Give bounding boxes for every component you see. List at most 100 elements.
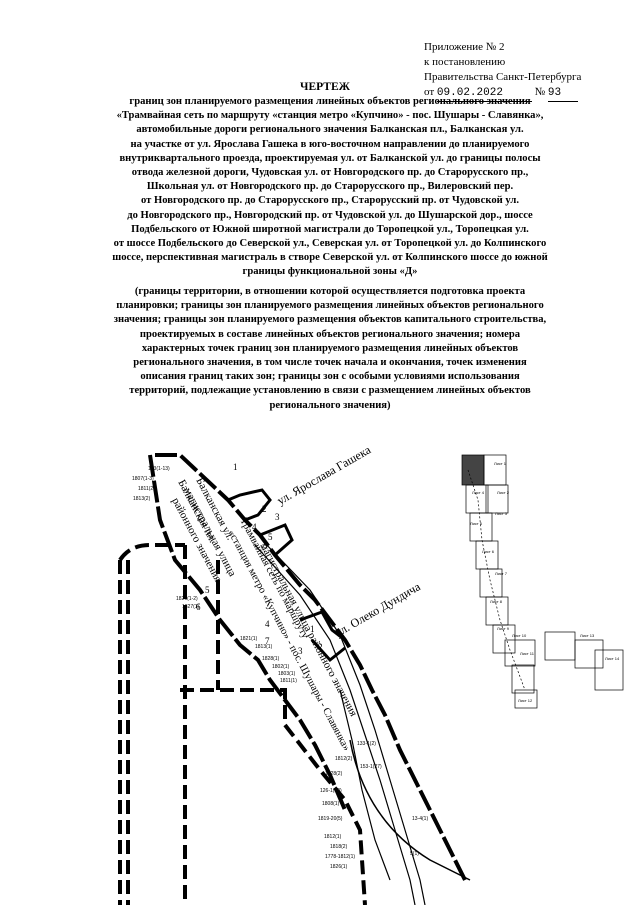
title-line: на участке от ул. Ярослава Гашека в юго-… — [130, 138, 530, 150]
sheet-label: Лист 1 — [494, 461, 507, 466]
sheet-label: Лист 7 — [495, 571, 508, 576]
street-label-dundich: ул. Олеко Дундича — [333, 579, 424, 640]
point-label: 1812(2) — [335, 756, 353, 762]
date-prefix: от — [424, 86, 435, 98]
appendix-block: Приложение № 2 к постановлению Правитель… — [424, 40, 624, 102]
zone-boundary-west — [148, 454, 347, 811]
subtitle-line: регионального значения, в том числе точе… — [133, 357, 527, 369]
subtitle-line: (границы территории, в отношении которой… — [134, 286, 526, 297]
sheet-label: Лист 2 — [497, 490, 510, 495]
point-label: 1818(2) — [330, 844, 348, 850]
number-prefix: № — [534, 86, 546, 98]
subtitle-line: проектируемых в составе линейных объекто… — [139, 328, 521, 340]
sheet-box — [492, 624, 516, 654]
sheet-box — [514, 689, 538, 709]
point-label: 1808(1) — [322, 801, 340, 807]
territory-boundary-mid — [180, 688, 367, 905]
sheet-box — [594, 649, 624, 691]
appendix-line-3: Правительства Санкт-Петербурга — [424, 71, 582, 83]
title-line: до Новгородского пр., Новгородский пр. о… — [127, 209, 533, 221]
subtitle-block: (границы территории, в отношении которой… — [70, 285, 590, 413]
title-body: границ зон планируемого размещения линей… — [70, 95, 590, 280]
point-label: 1826(1-2) — [176, 596, 198, 602]
point-label: 1828(1) — [262, 656, 280, 662]
point-label: 126-1(20) — [320, 788, 342, 794]
sheet-labels: Лист 1 Лист 2 Лист 3 Лист 4 Лист 5 Лист … — [470, 461, 620, 703]
tram-track-curve — [349, 739, 471, 881]
sheet-label: Лист 13 — [580, 633, 595, 638]
point-number: 5 — [268, 532, 273, 542]
point-label: 5(1) — [410, 851, 419, 857]
title-line: внутриквартального проезда, проектируема… — [119, 152, 541, 164]
title-line: автомобильные дороги регионального значе… — [136, 124, 524, 136]
point-label: 1811(1) — [280, 678, 297, 684]
date-value: 09.02.2022 — [436, 86, 532, 102]
subtitle-line: описания границ таких зон; границы зон с… — [140, 371, 520, 383]
title-line: отвода железной дороги, Чудовская ул. от… — [131, 167, 529, 179]
sheet-label: Лист 12 — [518, 698, 533, 703]
point-label: 1819-20(5) — [318, 816, 343, 822]
sheet-label: Лист 5 — [470, 521, 483, 526]
sheet-box — [504, 639, 536, 667]
tram-track-line-2 — [261, 539, 426, 905]
sheet-box — [469, 512, 493, 542]
sheet-route-line — [467, 469, 526, 691]
point-label: 1813(1) — [255, 644, 273, 650]
point-label: 1827(1) — [182, 604, 200, 610]
street-label-gashek: ул. Ярослава Гашека — [275, 442, 374, 507]
sheet-label: Лист 6 — [482, 549, 495, 554]
subtitle-line: значения; границы зон планируемого разме… — [113, 314, 547, 326]
title-line: «Трамвайная сеть по маршруту «станция ме… — [116, 110, 544, 122]
zone-boundary-main — [155, 453, 467, 881]
sheet-label: Лист 9 — [497, 626, 510, 631]
point-number: 1 — [310, 624, 315, 634]
point-label-group: 143(1-13) 1807(1-3) 1811(2) 1813(2) 1826… — [132, 466, 428, 870]
title-line: Школьная ул. от Новгородского пр. до Ста… — [146, 181, 514, 193]
point-label: 1813(2) — [133, 496, 151, 502]
point-number: 5 — [205, 585, 210, 595]
point-label: 1807(1-3) — [132, 476, 154, 482]
sheet-box — [483, 454, 507, 486]
sheet-label: Лист 10 — [512, 633, 527, 638]
sheet-box — [511, 664, 535, 694]
point-number: 6 — [196, 602, 201, 612]
subtitle-line: планировки; границы зон планируемого раз… — [116, 300, 544, 312]
title-line: от Новгородского пр. до Старорусского пр… — [141, 195, 519, 207]
point-label: 153-1(27) — [360, 764, 382, 770]
sheet-box — [574, 639, 604, 669]
number-value: 93 — [547, 86, 578, 102]
title-line: шоссе, перспективная магистраль в створе… — [112, 252, 548, 264]
subtitle-line: территорий, подлежащие установлению в св… — [129, 385, 531, 397]
sheet-index-map — [461, 454, 624, 709]
subtitle-line: регионального значения) — [269, 399, 391, 411]
point-number: 3 — [298, 646, 303, 656]
point-label: 1803(1) — [278, 671, 296, 677]
sheet-label: Лист 8 — [490, 599, 503, 604]
point-label: 1802(1) — [272, 664, 290, 670]
tram-track-line-3 — [339, 689, 391, 881]
point-number: 2 — [318, 642, 323, 652]
sheet-label: Лист 4 — [472, 490, 485, 495]
point-label: 1828(2) — [325, 771, 343, 777]
point-label: 13-4(1) — [412, 816, 428, 822]
sheet-label: Лист 14 — [605, 656, 620, 661]
subtitle-line: характерных точек границ зон планируемог… — [141, 342, 519, 354]
point-label: 133-1(2) — [357, 741, 376, 747]
title-line: границы функциональной зоны «Д» — [242, 266, 418, 278]
point-label: 1778-1812(1) — [325, 854, 355, 860]
sheet-highlight — [461, 454, 485, 486]
sheet-box — [485, 484, 509, 514]
point-number: 7 — [265, 636, 270, 646]
gashek-street-outline — [227, 488, 294, 557]
point-label: 1821(1) — [240, 636, 258, 642]
point-number: 2 — [262, 504, 267, 514]
territory-boundary-left — [118, 543, 185, 905]
point-label: 1826(1) — [330, 864, 348, 870]
sheet-label: Лист 11 — [520, 651, 535, 656]
point-number: 4 — [252, 522, 257, 532]
point-label: 1812(1) — [324, 834, 342, 840]
appendix-date-line: от 09.02.2022 № 93 — [424, 85, 624, 102]
sheet-label: Лист 3 — [495, 511, 508, 516]
appendix-line-1: Приложение № 2 — [424, 41, 505, 53]
